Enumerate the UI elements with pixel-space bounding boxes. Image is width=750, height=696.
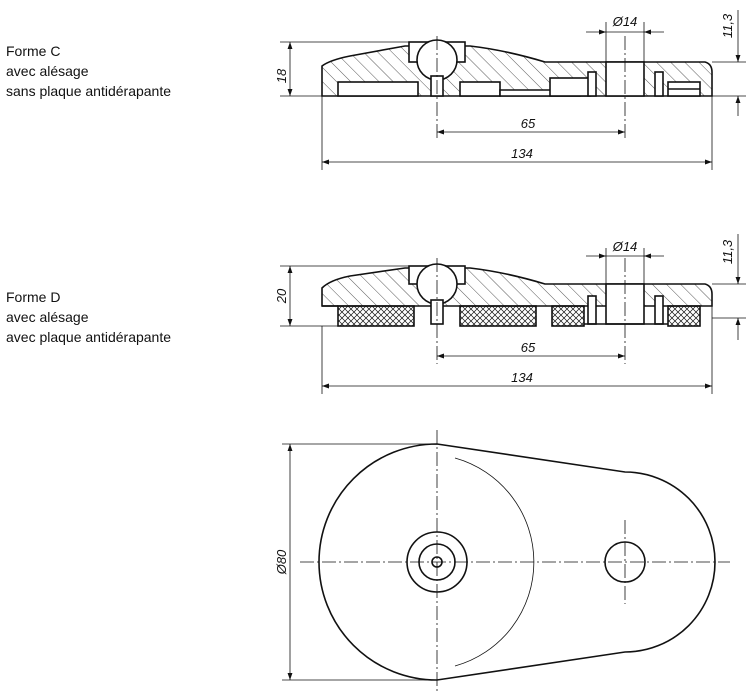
- form-c-slot-b: [654, 71, 664, 97]
- caption-form-d: Forme D avec alésage avec plaque antidér…: [6, 287, 171, 347]
- form-d-plate-right-a: [551, 305, 585, 327]
- form-d-length-label: 134: [511, 370, 533, 385]
- form-d-body: [321, 267, 713, 307]
- form-c-offset-label: 11,3: [720, 13, 735, 38]
- form-d-plate-right-b: [667, 305, 701, 327]
- form-c-height-label: 18: [274, 68, 289, 83]
- form-c-center-distance-label: 65: [521, 116, 536, 131]
- form-c-recess-mid: [459, 81, 501, 97]
- form-d-center-distance-label: 65: [521, 340, 536, 355]
- form-d-plate-mid: [459, 305, 537, 327]
- form-d-plate-left: [337, 305, 415, 327]
- caption-form-d-line2: avec alésage: [6, 309, 89, 325]
- form-d-slot-b: [654, 295, 664, 325]
- caption-form-c-line2: avec alésage: [6, 63, 89, 79]
- form-c-slot-a: [587, 71, 597, 97]
- form-d-offset-label: 11,3: [720, 239, 735, 264]
- form-c-bore-label: Ø14: [612, 14, 638, 29]
- caption-form-c-line3: sans plaque antidérapante: [6, 83, 172, 99]
- form-c-length-label: 134: [511, 146, 533, 161]
- form-d-bore-label: Ø14: [612, 239, 638, 254]
- caption-form-d-line3: avec plaque antidérapante: [6, 329, 172, 345]
- top-view: [282, 430, 730, 694]
- form-d-height-label: 20: [274, 288, 289, 304]
- caption-form-c-title: Forme C: [6, 43, 61, 59]
- caption-form-c: Forme C avec alésage sans plaque antidér…: [6, 41, 171, 101]
- caption-form-d-title: Forme D: [6, 289, 61, 305]
- form-c-recess-left: [337, 81, 419, 97]
- form-d-slot-a: [587, 295, 597, 325]
- form-c-recess-right: [549, 77, 591, 97]
- top-view-diameter-label: Ø80: [274, 549, 289, 575]
- form-c-side-view: [280, 10, 746, 170]
- form-d-side-view: [280, 234, 746, 394]
